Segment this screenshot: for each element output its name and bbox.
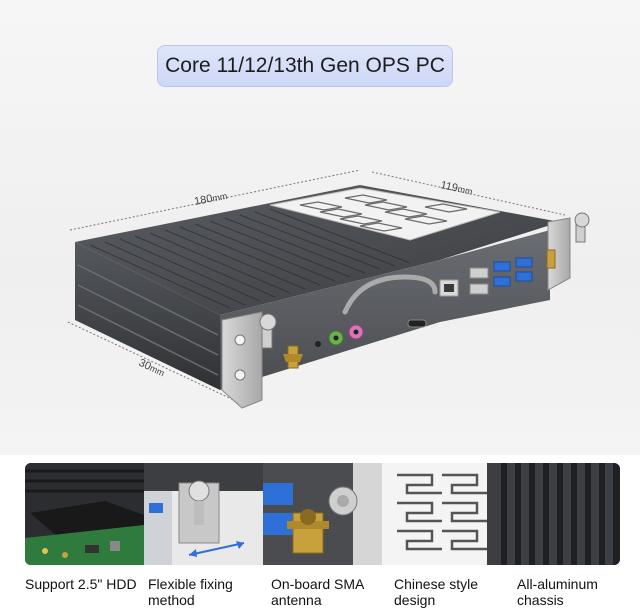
sma-antenna-icon bbox=[283, 345, 303, 369]
feature-caption-antenna: On-board SMA antenna bbox=[271, 576, 365, 608]
aluminum-fins-icon bbox=[507, 463, 613, 565]
feature-thumbnails bbox=[25, 463, 620, 565]
dim-width-value: 119 bbox=[439, 179, 459, 194]
usb3-port-icon bbox=[515, 257, 533, 268]
io-ports bbox=[315, 257, 533, 347]
usb3-port-icon bbox=[515, 271, 533, 282]
feature-tile-fixing bbox=[144, 463, 263, 565]
sma-antenna-icon bbox=[546, 249, 556, 269]
circuit-board-icon bbox=[25, 525, 144, 565]
dimension-width: 119mm bbox=[371, 171, 566, 216]
pattern-vent-plate bbox=[269, 187, 501, 241]
svg-text:119mm: 119mm bbox=[439, 179, 473, 198]
page-title-text: Core 11/12/13th Gen OPS PC bbox=[165, 54, 445, 77]
usb-c-port-icon bbox=[407, 319, 427, 328]
feature-tile-hdd bbox=[25, 463, 144, 565]
double-arrow-icon bbox=[188, 542, 245, 556]
feature-caption-fixing: Flexible fixing method bbox=[148, 576, 233, 608]
pull-handle-icon bbox=[342, 274, 438, 315]
power-led-icon bbox=[315, 341, 321, 347]
side-ridges bbox=[77, 264, 219, 376]
left-mounting-bracket bbox=[221, 311, 277, 409]
feature-tile-pattern bbox=[382, 463, 501, 565]
usb3-port-icon bbox=[493, 261, 511, 272]
dim-length-value: 180 bbox=[193, 193, 213, 208]
chassis-side bbox=[75, 242, 220, 390]
heatsink-fins bbox=[89, 208, 411, 309]
feature-caption-design: Chinese style design bbox=[394, 576, 479, 608]
chinese-pattern-icon bbox=[397, 473, 487, 551]
dim-length-unit: mm bbox=[211, 191, 228, 204]
io-panel bbox=[220, 230, 550, 390]
usb-port-icon bbox=[469, 267, 489, 279]
dim-height-value: 30 bbox=[137, 357, 153, 373]
usb3-port-icon bbox=[493, 276, 511, 287]
product-hero: Core 11/12/13th Gen OPS PC 180mm bbox=[0, 0, 640, 455]
thumb-screw-icon bbox=[188, 480, 210, 502]
page-title: Core 11/12/13th Gen OPS PC bbox=[157, 45, 453, 87]
feature-captions: Support 2.5" HDD Flexible fixing method … bbox=[25, 576, 640, 610]
usb-port-icon bbox=[469, 283, 489, 295]
feature-caption-chassis: All-aluminum chassis bbox=[517, 576, 598, 608]
feature-tile-antenna bbox=[263, 463, 382, 565]
feature-caption-hdd: Support 2.5" HDD bbox=[25, 576, 137, 592]
dim-width-unit: mm bbox=[457, 184, 474, 197]
dimension-length: 180mm bbox=[69, 169, 361, 231]
dim-height-unit: mm bbox=[148, 363, 166, 378]
right-mounting-bracket bbox=[546, 212, 590, 291]
ops-pc-illustration: 180mm 119mm 30mm bbox=[67, 169, 590, 409]
svg-text:180mm: 180mm bbox=[193, 190, 228, 208]
feature-tile-chassis bbox=[501, 463, 620, 565]
